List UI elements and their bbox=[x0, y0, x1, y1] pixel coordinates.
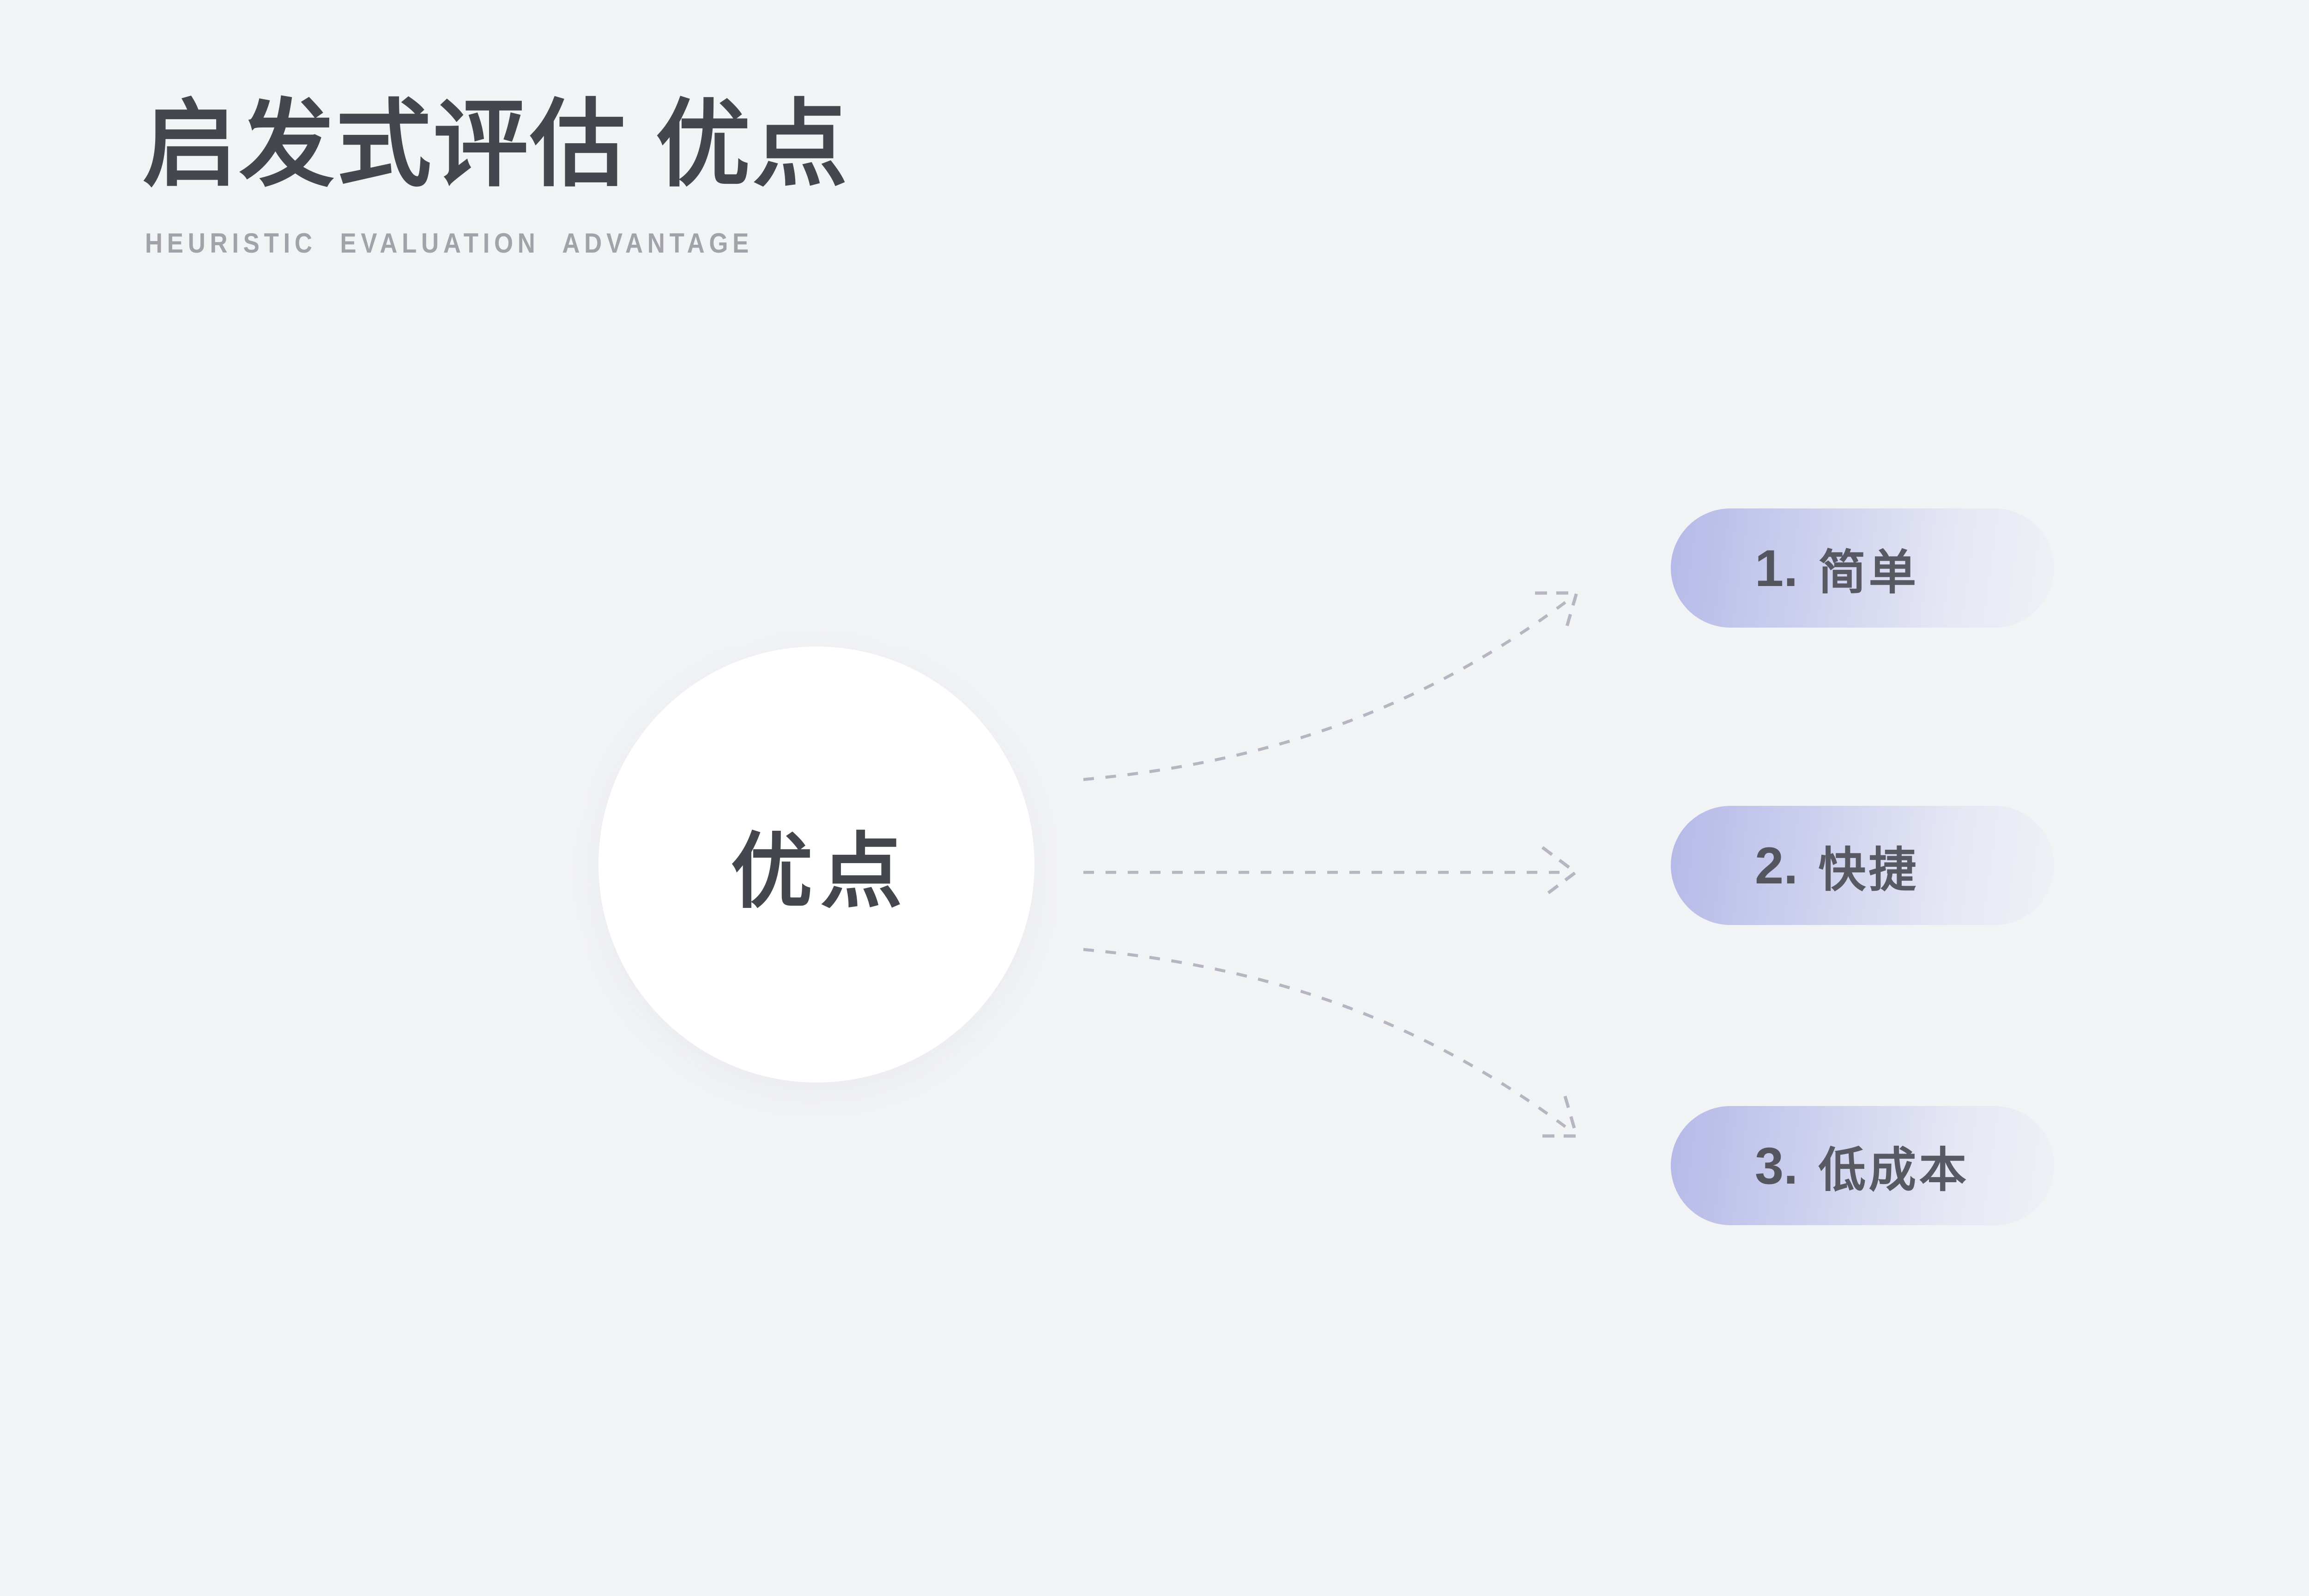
arrow-to-item-1-icon bbox=[1083, 591, 1579, 781]
advantage-number: 2. bbox=[1755, 836, 1798, 895]
hub-circle: 优点 bbox=[598, 647, 1034, 1082]
advantage-label: 快捷 bbox=[1818, 843, 1919, 896]
page-subtitle: HEURISTIC EVALUATION ADVANTAGE bbox=[145, 228, 754, 259]
advantage-number: 1. bbox=[1755, 539, 1798, 597]
advantage-label: 简单 bbox=[1818, 545, 1919, 599]
advantage-pill-3: 3. 低成本 bbox=[1671, 1106, 2054, 1225]
advantage-pill-1: 1. 简单 bbox=[1671, 508, 2054, 628]
arrow-to-item-2-icon bbox=[1083, 846, 1578, 899]
page-title: 启发式评估 优点 bbox=[142, 91, 850, 198]
hub-label: 优点 bbox=[731, 825, 910, 918]
advantage-number: 3. bbox=[1755, 1137, 1798, 1195]
advantage-label: 低成本 bbox=[1818, 1143, 1970, 1197]
arrow-to-item-3-icon bbox=[1083, 948, 1579, 1138]
advantage-pill-2: 2. 快捷 bbox=[1671, 806, 2054, 925]
